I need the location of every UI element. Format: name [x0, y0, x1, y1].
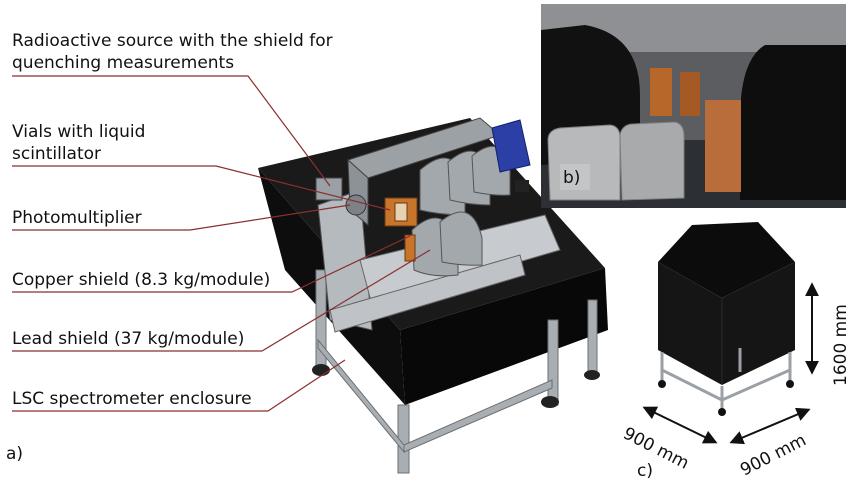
photo-copper-plate — [705, 100, 741, 192]
width-left-arrow — [642, 406, 718, 444]
enclosure-legs — [660, 348, 792, 410]
panel-b-tag: b) — [563, 168, 581, 188]
panel-c-tag: c) — [637, 461, 653, 481]
width-right-arrow — [729, 407, 811, 445]
width-right-dimension-label: 900 mm — [737, 430, 809, 480]
leg-brace — [661, 368, 723, 402]
foot — [718, 408, 726, 416]
panel-a-tag: a) — [6, 444, 24, 464]
frame-leg — [547, 319, 559, 406]
photo-panel — [541, 4, 846, 208]
connector — [515, 180, 529, 192]
callout-enclosure-label: LSC spectrometer enclosure — [12, 389, 252, 409]
callout-lines — [12, 75, 431, 412]
upper-lead-modules — [419, 145, 511, 216]
copper-shield-lower — [404, 234, 416, 262]
width-left-dimension-label: 900 mm — [620, 424, 692, 474]
source-box — [315, 177, 343, 201]
enclosure-dimension-drawing — [642, 222, 819, 445]
callout-line-pmt — [12, 204, 351, 231]
photo-copper-block — [680, 72, 700, 116]
foot — [584, 370, 600, 380]
enclosure-body — [658, 262, 795, 385]
enclosure-front-side — [400, 268, 608, 405]
foot — [541, 396, 559, 408]
enclosure-feet — [658, 380, 794, 416]
side-plate — [317, 189, 373, 331]
callout-copper-label: Copper shield (8.3 kg/module) — [12, 270, 271, 290]
foot — [786, 380, 794, 388]
foot — [312, 364, 330, 376]
support-frame — [315, 269, 598, 474]
callout-line-vials — [12, 165, 391, 211]
callout-line-copper — [12, 235, 411, 293]
lead-module — [439, 211, 483, 266]
foot — [658, 380, 666, 388]
callout-pmt-label: Photomultiplier — [12, 208, 142, 228]
frame-crossbar — [403, 379, 553, 453]
photo-copper-block — [650, 68, 672, 116]
photo-lead-shield-right — [740, 45, 846, 200]
callout-line-source — [12, 75, 331, 187]
feet — [312, 364, 600, 408]
frame-leg — [587, 299, 598, 376]
callout-line-enclosure — [12, 359, 346, 412]
height-dimension-label: 1600 mm — [831, 304, 850, 386]
vial — [394, 202, 408, 222]
photo-tag-backdrop — [560, 164, 590, 190]
callout-vials-label: Vials with liquid scintillator — [12, 122, 146, 164]
motor — [491, 119, 531, 173]
callout-source-label: Radioactive source with the shield for q… — [12, 31, 333, 73]
callout-line-lead — [12, 249, 431, 352]
lower-lead-modules — [411, 211, 483, 277]
spectrometer-cad-render — [258, 117, 608, 474]
photo-aluminium-plate — [619, 121, 685, 201]
enclosure-lid — [658, 222, 795, 298]
leg-brace — [721, 368, 791, 402]
callout-lead-label: Lead shield (37 kg/module) — [12, 329, 245, 349]
